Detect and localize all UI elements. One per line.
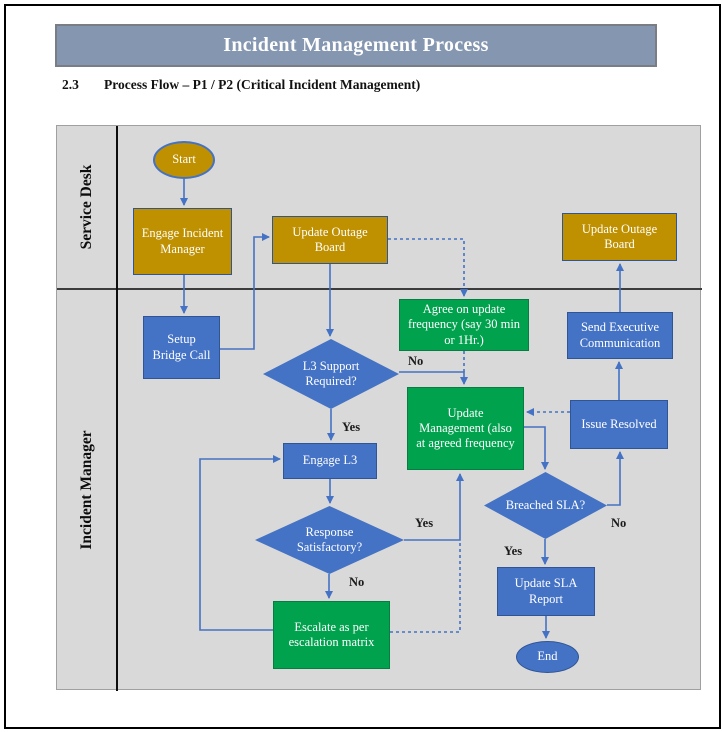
page-title: Incident Management Process	[223, 34, 489, 56]
edge-l3-decision-no-to-update-management-text: No	[408, 354, 424, 368]
page-frame: Incident Management Process 2.3 Process …	[4, 4, 721, 729]
edge-response-decision-no-to-escalate-text: No	[349, 575, 365, 589]
escalate-escalation-matrix-step-label: Escalate as per escalation matrix	[288, 619, 375, 649]
edge-breached-decision-yes-to-update-sla-report-text: Yes	[504, 544, 523, 558]
edge-l3-decision-yes-to-engage-l3-text: Yes	[342, 420, 361, 434]
issue-resolved-step: Issue Resolved	[570, 400, 668, 449]
title-bar: Incident Management Process	[55, 24, 657, 67]
update-outage-board-step-1-label: Update Outage Board	[292, 224, 368, 254]
response-satisfactory-decision-label: Response Satisfactory?	[296, 524, 363, 554]
end-terminator: End	[516, 641, 579, 673]
update-sla-report-step-label: Update SLA Report	[514, 576, 578, 606]
engage-l3-step-label: Engage L3	[302, 453, 358, 468]
update-outage-board-step-1: Update Outage Board	[272, 216, 388, 264]
update-management-step: Update Management (also at agreed freque…	[407, 387, 524, 470]
escalate-escalation-matrix-step: Escalate as per escalation matrix	[273, 601, 390, 669]
swimlane-divider	[57, 288, 702, 290]
send-executive-communication-step: Send Executive Communication	[567, 312, 673, 359]
l3-support-required-decision-label: L3 Support Required?	[302, 358, 360, 388]
issue-resolved-step-label: Issue Resolved	[581, 416, 657, 431]
section-title: Process Flow – P1 / P2 (Critical Inciden…	[104, 77, 421, 92]
update-outage-board-step-2-label: Update Outage Board	[581, 221, 658, 251]
edge-response-decision-yes-to-update-management-text: Yes	[415, 516, 434, 530]
agree-update-frequency-step-label: Agree on update frequency (say 30 min or…	[407, 302, 521, 347]
update-sla-report-step: Update SLA Report	[497, 567, 595, 616]
edge-breached-decision-no-to-issue-resolved-text: No	[611, 516, 627, 530]
breached-sla-decision-label: Breached SLA?	[505, 497, 586, 512]
setup-bridge-call-step-label: Setup Bridge Call	[152, 332, 211, 362]
agree-update-frequency-step: Agree on update frequency (say 30 min or…	[399, 299, 529, 351]
engage-l3-step: Engage L3	[283, 443, 377, 479]
update-management-step-label: Update Management (also at agreed freque…	[416, 405, 515, 451]
section-heading: 2.3 Process Flow – P1 / P2 (Critical Inc…	[62, 77, 420, 93]
engage-incident-manager-step-label: Engage Incident Manager	[141, 226, 224, 256]
end-terminator-label: End	[537, 649, 558, 664]
update-outage-board-step-2: Update Outage Board	[562, 213, 677, 261]
start-terminator: Start	[153, 141, 215, 179]
lane-label-divider	[116, 126, 118, 691]
section-number: 2.3	[62, 77, 79, 92]
start-terminator-label: Start	[172, 152, 196, 167]
setup-bridge-call-step: Setup Bridge Call	[143, 316, 220, 379]
engage-incident-manager-step: Engage Incident Manager	[133, 208, 232, 275]
send-executive-communication-step-label: Send Executive Communication	[579, 320, 661, 350]
